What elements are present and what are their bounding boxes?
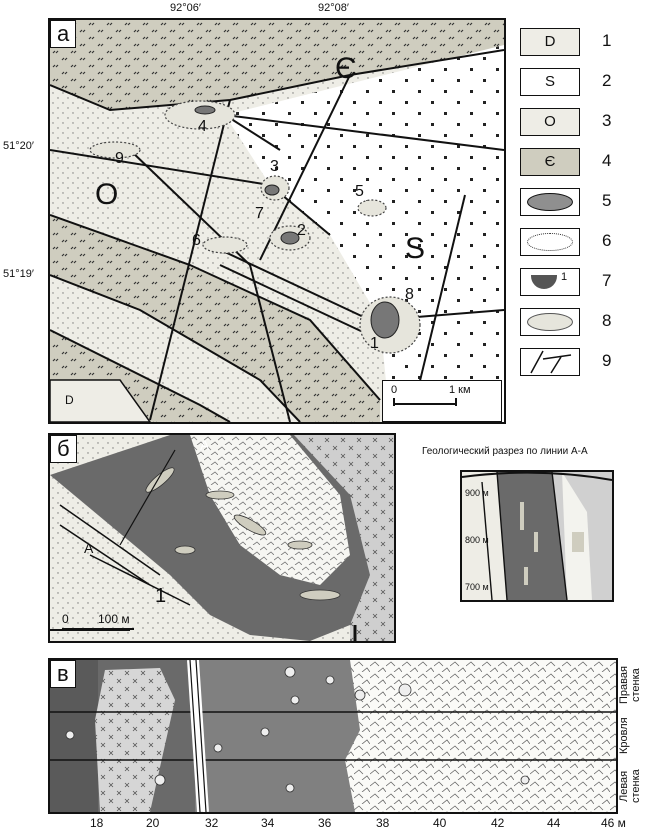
legend-swatch-3: O [520,108,580,136]
panel-b-letter: б [50,435,77,463]
legend-swatch-6 [520,228,580,256]
scale-a-start: 0 [391,384,398,396]
legend-item-4: Є 4 [520,145,645,181]
x-tick-46: 46 м [601,816,626,830]
legend-item-6: 6 [520,225,645,261]
x-tick-42: 42 [491,816,505,830]
legend-swatch-1: D [520,28,580,56]
legend-num-7: 7 [602,271,612,290]
scale-b-start: 0 [62,612,69,626]
legend-item-1: D 1 [520,25,645,61]
x-tick-44: 44 [547,816,561,830]
coord-top-2: 92°08′ [318,2,349,14]
site-number-8: 8 [405,286,414,303]
coord-top-1: 92°06′ [170,2,201,14]
coord-left-2: 51°19′ [3,268,34,280]
legend-swatch-4: Є [520,148,580,176]
site-number-7: 7 [255,205,264,222]
legend-num-9: 9 [602,351,612,370]
legend-item-7: 1 7 [520,265,645,301]
legend-num-2: 2 [602,71,612,90]
elevation-800: 800 м [465,535,489,545]
legend-item-5: 5 [520,185,645,221]
legend-num-4: 4 [602,151,612,170]
site-number-4: 4 [198,118,207,135]
gallery-panel [48,658,618,814]
unit-label-cambrian: Є [335,52,357,85]
legend-num-1: 1 [602,31,612,50]
legend-num-8: 8 [602,311,612,330]
x-tick-38: 38 [376,816,390,830]
site-number-5: 5 [355,183,364,200]
x-tick-18: 18 [90,816,104,830]
unit-label-silurian: S [405,232,426,265]
cross-section [460,470,614,602]
x-tick-34: 34 [261,816,275,830]
panel-c-letter: в [50,660,76,688]
legend-item-3: O 3 [520,105,645,141]
panel-a-letter: а [50,20,77,48]
site-number-9: 9 [115,150,124,167]
scale-bar-b [62,628,134,630]
elevation-900: 900 м [465,488,489,498]
site-number-3: 3 [270,158,279,175]
legend-item-8: 8 [520,305,645,341]
wall-label-roof: Кровля [618,717,630,755]
gallery-drawing [50,660,616,812]
x-tick-36: 36 [318,816,332,830]
map-panel-b [48,433,396,643]
legend-swatch-8 [520,308,580,336]
legend-swatch-2: S [520,68,580,96]
section-line-label-a-top: А [200,437,210,453]
x-tick-32: 32 [205,816,219,830]
unit-label-devonian: D [65,393,74,407]
x-tick-40: 40 [433,816,447,830]
wall-label-left: Левая стенка [618,769,642,803]
map-a-drawing [50,20,504,422]
legend-item-2: S 2 [520,65,645,101]
legend-swatch-9 [520,348,580,376]
x-tick-20: 20 [146,816,160,830]
scale-b-end: 100 м [98,612,130,626]
section-title: Геологический разрез по линии А-А [422,446,588,457]
legend-num-6: 6 [602,231,612,250]
map-panel-a [48,18,506,424]
cross-section-drawing [462,472,612,600]
legend-num-3: 3 [602,111,612,130]
legend-num-5: 5 [602,191,612,210]
scale-bar-a: 0 1 км [382,380,502,422]
legend-swatch-5 [520,188,580,216]
site-number-2: 2 [297,222,306,239]
elevation-700: 700 м [465,582,489,592]
site-number-6: 6 [192,232,201,249]
section-line-label-a-bottom: А [84,540,94,556]
site-number-1: 1 [370,335,379,352]
panel-b-unit-label-1: 1 [155,585,167,607]
coord-left-1: 51°20′ [3,140,34,152]
legend-item-9: 9 [520,345,645,381]
legend-swatch-7: 1 [520,268,580,296]
scale-a-end: 1 км [449,384,471,396]
unit-label-ordovician: O [95,178,119,211]
wall-label-right: Правая стенка [618,666,642,704]
map-b-drawing [50,435,394,641]
